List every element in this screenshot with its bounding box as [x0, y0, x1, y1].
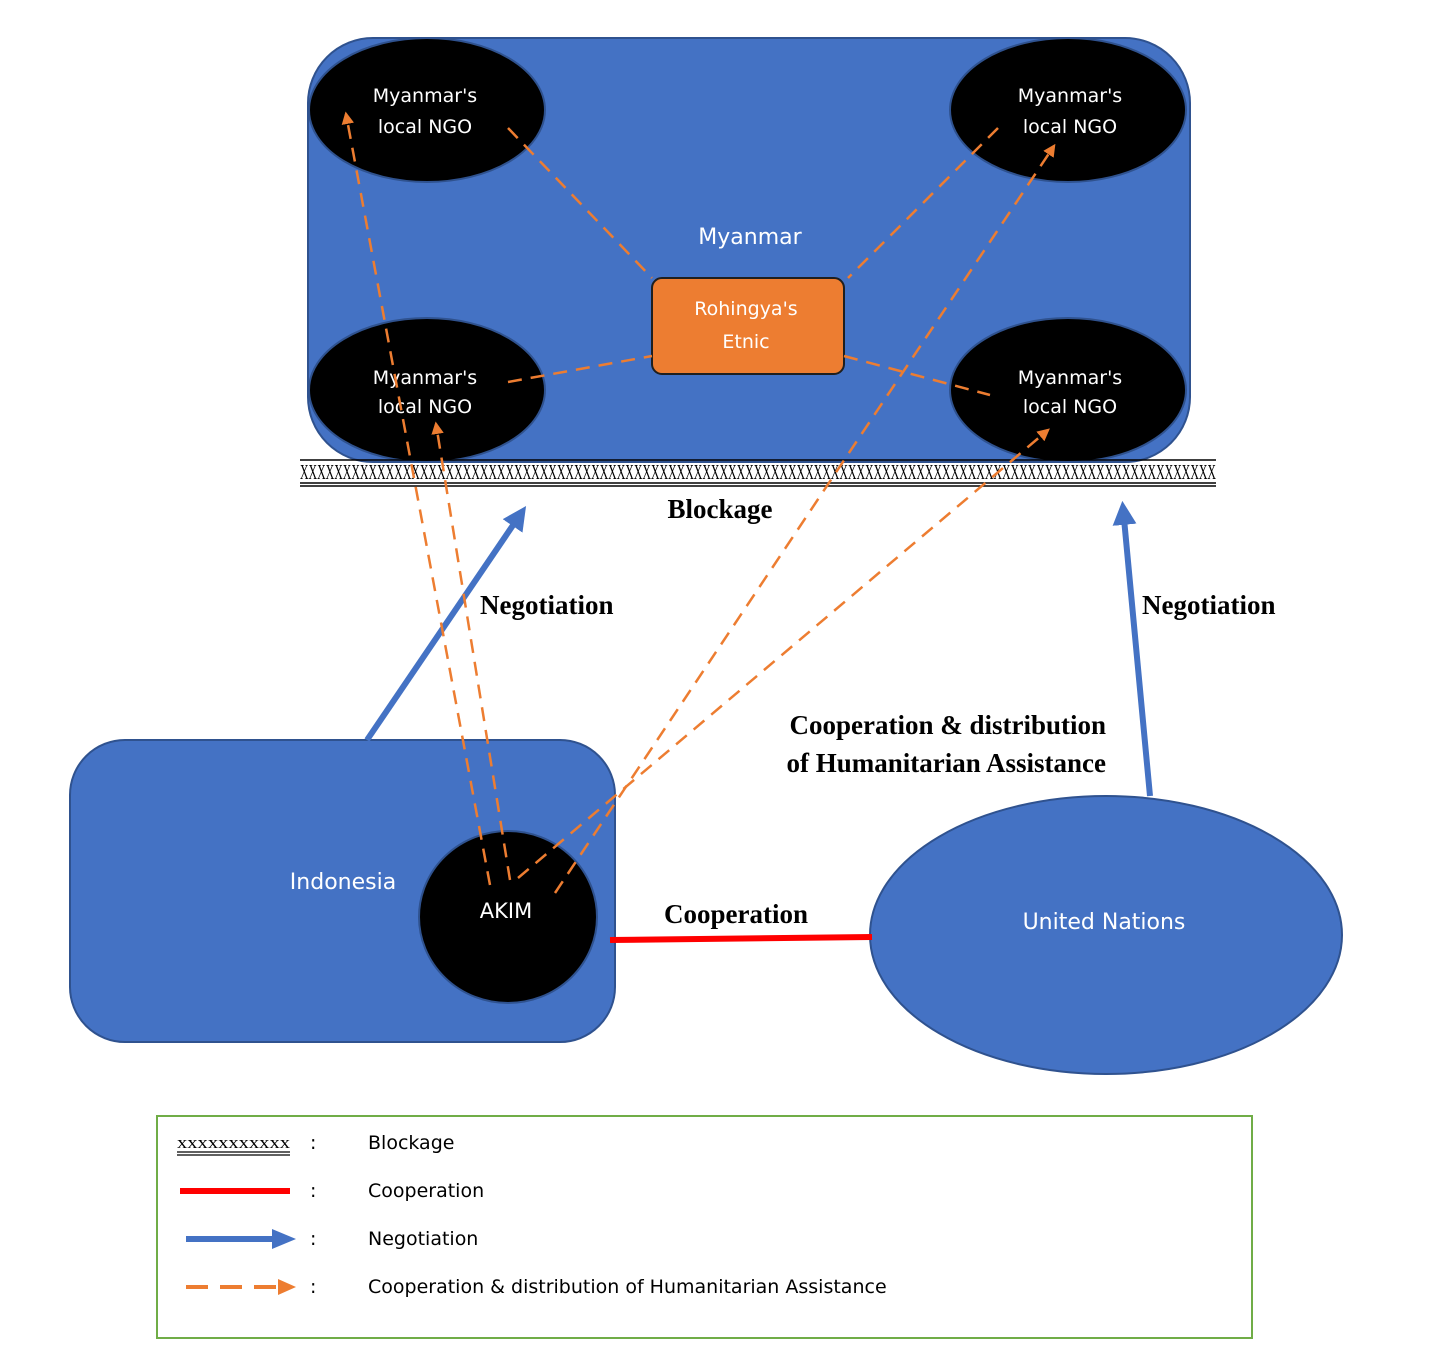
- negotiation-label-left: Negotiation: [480, 590, 613, 620]
- rohingya-line1: Rohingya's: [694, 298, 797, 320]
- ngo-top-left-line1: Myanmar's: [373, 85, 477, 107]
- akim-node: AKIM: [418, 830, 598, 1004]
- assistance-label-line2: of Humanitarian Assistance: [786, 748, 1106, 778]
- ngo-node-top-right: Myanmar's local NGO: [949, 37, 1187, 183]
- ngo-node-top-left: Myanmar's local NGO: [308, 37, 546, 183]
- united-nations-label: United Nations: [1023, 910, 1186, 935]
- ngo-node-bottom-right: Myanmar's local NGO: [949, 317, 1187, 463]
- legend-blockage-swatch: xxxxxxxxxxx: [177, 1133, 291, 1152]
- assist-to-ngo-bottom-right: [517, 428, 1050, 879]
- ngo-top-right-line1: Myanmar's: [1018, 85, 1122, 107]
- myanmar-label: Myanmar: [698, 225, 802, 250]
- legend-item-assistance: : Cooperation & distribution of Humanita…: [186, 1276, 887, 1298]
- blockage-marks: XXXXXXXXXXXXXXXXXXXXXXXXXXXXXXXXXXXXXXXX…: [300, 460, 1216, 484]
- akim-label: AKIM: [480, 899, 532, 923]
- indonesia-label: Indonesia: [290, 870, 396, 895]
- negotiation-label-right: Negotiation: [1142, 590, 1275, 620]
- legend-cooperation-sep: :: [310, 1180, 316, 1202]
- cooperation-line: [609, 934, 873, 943]
- legend-cooperation-text: Cooperation: [368, 1180, 484, 1202]
- ngo-node-bottom-left: Myanmar's local NGO: [308, 317, 546, 463]
- blockage-barrier: XXXXXXXXXXXXXXXXXXXXXXXXXXXXXXXXXXXXXXXX…: [300, 459, 1216, 487]
- assistance-label-line1: Cooperation & distribution: [789, 710, 1106, 740]
- assist-to-ngo-top-left: [341, 111, 492, 886]
- ngo-bottom-left-line2: local NGO: [378, 396, 472, 418]
- rohingya-line2: Etnic: [722, 331, 769, 353]
- assist-to-ngo-bottom-left: [431, 421, 512, 881]
- ngo-top-left-line2: local NGO: [378, 116, 472, 138]
- link-ethnic-ngo-bottom-right: [843, 354, 991, 397]
- link-ethnic-ngo-top-left: [507, 127, 653, 279]
- negotiation-arrow-indonesia: [364, 506, 527, 742]
- legend-blockage-text: Blockage: [368, 1132, 454, 1154]
- link-ethnic-ngo-bottom-left: [507, 354, 653, 384]
- legend-item-negotiation: : Negotiation: [186, 1228, 478, 1250]
- ngo-bottom-left-line1: Myanmar's: [373, 367, 477, 389]
- rohingya-node: Rohingya's Etnic: [651, 277, 845, 375]
- assistance-arrows: [341, 111, 1056, 894]
- internal-links: [507, 127, 999, 397]
- legend: xxxxxxxxxxx : Blockage : Cooperation : N…: [156, 1115, 1253, 1339]
- legend-item-cooperation: : Cooperation: [180, 1180, 484, 1202]
- legend-item-blockage: xxxxxxxxxxx : Blockage: [177, 1132, 454, 1156]
- united-nations-node: United Nations: [869, 795, 1343, 1075]
- assist-to-ngo-top-right: [553, 143, 1056, 894]
- blockage-label: Blockage: [668, 494, 773, 524]
- legend-assistance-text: Cooperation & distribution of Humanitari…: [368, 1276, 887, 1298]
- ngo-bottom-right-line2: local NGO: [1023, 396, 1117, 418]
- legend-box: [156, 1115, 1253, 1339]
- legend-assistance-sep: :: [310, 1276, 316, 1298]
- negotiation-arrow-un: [1112, 500, 1153, 797]
- legend-negotiation-text: Negotiation: [368, 1228, 478, 1250]
- ngo-top-right-line2: local NGO: [1023, 116, 1117, 138]
- cooperation-label: Cooperation: [664, 899, 808, 929]
- link-ethnic-ngo-top-right: [847, 127, 999, 279]
- legend-blockage-sep: :: [310, 1132, 316, 1154]
- ngo-bottom-right-line1: Myanmar's: [1018, 367, 1122, 389]
- legend-negotiation-sep: :: [310, 1228, 316, 1250]
